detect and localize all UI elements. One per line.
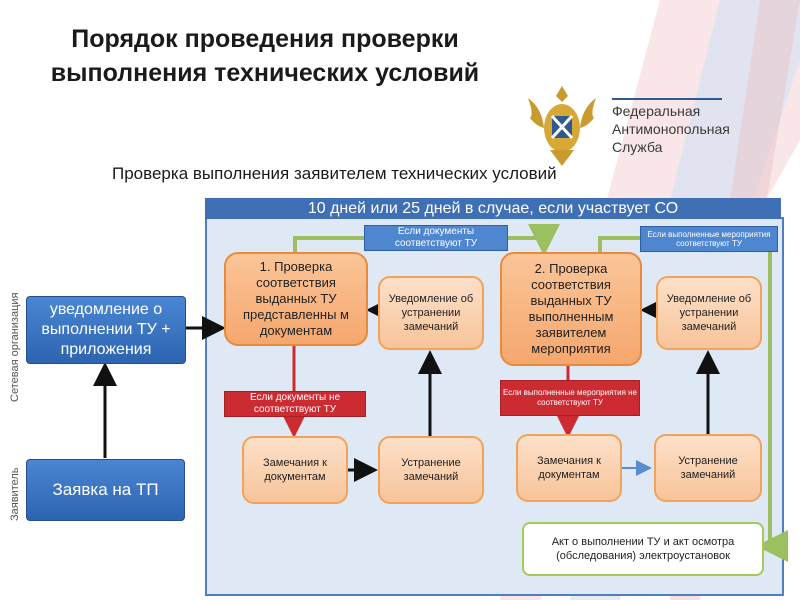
notice-box: уведомление о выполнении ТУ + приложения: [26, 296, 186, 364]
check1-box: 1. Проверка соответствия выданных ТУ пре…: [224, 252, 368, 346]
check2-box: 2. Проверка соответствия выданных ТУ вып…: [500, 252, 642, 366]
notify1-box: Уведомление об устранении замечаний: [378, 276, 484, 350]
remarks1-box: Замечания к документам: [242, 436, 348, 504]
logo-line-1: Федеральная: [612, 103, 701, 119]
tag-docs-ok: Если документы соответствуют ТУ: [364, 225, 508, 251]
fix2-box: Устранение замечаний: [654, 434, 762, 502]
tag-docs-not-ok: Если документы не соответствуют ТУ: [224, 391, 366, 417]
tag-measures-ok: Если выполненные мероприятия соответству…: [640, 226, 778, 252]
tag-measures-not-ok: Если выполненные мероприятия не соответс…: [500, 380, 640, 416]
page-subtitle: Проверка выполнения заявителем техническ…: [112, 164, 557, 183]
logo-line-2: Антимонопольная: [612, 121, 730, 137]
notify2-box: Уведомление об устранении замечаний: [656, 276, 762, 350]
emblem-icon: [528, 86, 596, 166]
act-box: Акт о выполнении ТУ и акт осмотра (обсле…: [522, 522, 764, 576]
page-title: Порядок проведения проверки выполнения т…: [50, 25, 480, 87]
logo-text: Федеральная Антимонопольная Служба: [612, 102, 730, 156]
logo-line-3: Служба: [612, 139, 663, 155]
logo-divider: [612, 98, 722, 100]
fix1-box: Устранение замечаний: [378, 436, 484, 504]
request-box: Заявка на ТП: [26, 459, 185, 521]
panel-header: 10 дней или 25 дней в случае, если участ…: [205, 198, 781, 219]
fas-logo: Федеральная Антимонопольная Служба: [522, 78, 762, 170]
remarks2-box: Замечания к документам: [516, 434, 622, 502]
